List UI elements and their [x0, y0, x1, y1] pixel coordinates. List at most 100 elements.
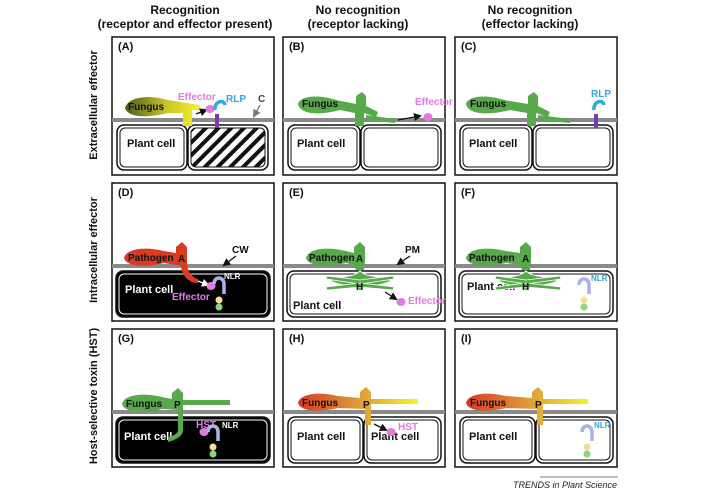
haustorium-lobe — [494, 282, 562, 291]
column-title: No recognition — [488, 3, 573, 17]
fungus-hypha — [298, 387, 418, 425]
effector-dot — [396, 298, 406, 306]
plant-cell-label: Plant cell — [297, 431, 345, 443]
panel-letter: (I) — [461, 333, 472, 345]
fungus-label: Fungus — [128, 102, 165, 113]
arrow-icon — [384, 291, 398, 301]
panel-h: (H) Plant cell Plant cell Fungus P HST — [282, 328, 446, 468]
plant-cell-label: Plant cell — [293, 300, 341, 312]
plant-cell-label: Plant cell — [127, 138, 175, 150]
fungus-label: Fungus — [126, 399, 163, 410]
effector-label: Effector — [178, 92, 216, 103]
fungus-hypha — [122, 388, 230, 442]
fungus-branch — [538, 115, 570, 123]
fungus-hypha — [298, 92, 378, 126]
column-subtitle: (receptor lacking) — [308, 17, 409, 31]
haustorium-lobe — [494, 275, 562, 285]
penetration-label: P — [535, 400, 542, 411]
haustorium-label: H — [522, 282, 529, 293]
column-header-2: No recognition (receptor lacking) — [308, 3, 409, 31]
plant-cell-membrane — [462, 419, 533, 461]
fungus-hypha — [466, 387, 588, 425]
plant-cell-left — [459, 124, 533, 171]
column-header-3: No recognition (effector lacking) — [482, 3, 579, 31]
plant-cell-membrane — [535, 127, 611, 168]
plant-cell-membrane — [462, 127, 530, 168]
arrow-icon — [195, 108, 208, 116]
pathogen-label: Pathogen — [309, 253, 355, 264]
plant-cell-membrane — [119, 127, 185, 168]
plant-cell-membrane — [290, 127, 358, 168]
nlr-receptor — [212, 276, 226, 294]
panel-d: (D) Plant cell Pathogen A CW Effector NL… — [111, 182, 275, 322]
plant-cell-left — [287, 124, 361, 171]
nlr-domain — [209, 450, 217, 458]
nlr-domain — [583, 443, 591, 451]
plant-cell-label: Plant cell — [467, 281, 515, 293]
plant-cell-left — [459, 416, 536, 464]
rlp-transmembrane — [594, 114, 598, 128]
penetration-label: P — [363, 400, 370, 411]
nlr-domain — [215, 296, 223, 304]
rlp-receptor — [592, 99, 606, 111]
haustorium-lobe — [325, 282, 395, 291]
plant-cell-label: Plant cell — [469, 138, 517, 150]
plant-cell — [458, 270, 614, 318]
appressorium-label: A — [522, 254, 529, 265]
plant-cell-right — [535, 416, 614, 464]
panel-f: (F) Plant cell Pathogen A H NLR — [454, 182, 618, 322]
appressorium-label: A — [356, 254, 363, 265]
fungus-hypha — [125, 96, 200, 126]
effector-dot — [205, 105, 215, 113]
nlr-domain — [580, 303, 588, 311]
fungus-branch — [366, 115, 395, 123]
panel-a: (A) Plant cell Fungus Effector RLP C — [111, 36, 275, 176]
nlr-receptor — [206, 424, 220, 441]
hst-dot — [199, 428, 209, 436]
arrow-icon — [253, 104, 261, 118]
pathogen-hypha — [124, 242, 198, 283]
plant-cell-left — [116, 124, 188, 171]
rlp-transmembrane — [215, 114, 219, 128]
row-label-hst: Host-selective toxin (HST) — [88, 328, 100, 465]
effector-label: Effector — [415, 97, 453, 108]
plant-cell-membrane — [290, 419, 361, 461]
fungus-hypha — [466, 92, 550, 126]
arrow-icon — [222, 255, 237, 267]
row-label-intracellular: Intracellular effector — [88, 196, 100, 302]
hst-label: HST — [196, 420, 216, 431]
effector-dot — [423, 113, 433, 121]
hst-dot — [386, 428, 396, 436]
pm-label: PM — [405, 245, 420, 256]
effector-label: Effector — [408, 296, 446, 307]
panel-letter: (H) — [289, 333, 305, 345]
pathogen-label: Pathogen — [469, 253, 515, 264]
nlr-domain — [583, 450, 591, 458]
fungus-label: Fungus — [302, 398, 339, 409]
nlr-receptor — [577, 277, 591, 294]
plant-cell-dead — [115, 416, 271, 464]
hst-label: HST — [398, 422, 418, 433]
plant-cell-left — [287, 416, 364, 464]
nlr-domain — [580, 296, 588, 304]
arrow-icon — [197, 279, 210, 287]
credit-label: TRENDS in Plant Science — [513, 480, 617, 490]
nlr-receptor — [580, 424, 594, 441]
panel-c: (C) Plant cell Fungus RLP — [454, 36, 618, 176]
panel-letter: (D) — [118, 187, 134, 199]
nlr-domain — [209, 443, 217, 451]
plant-cell-dead — [115, 270, 271, 318]
panel-i: (I) Plant cell Fungus P NLR — [454, 328, 618, 468]
panel-e: (E) Plant cell Pathogen A H PM Effector — [282, 182, 446, 322]
panel-letter: (G) — [118, 333, 134, 345]
pathogen-hypha — [466, 242, 531, 270]
plant-cell-membrane — [461, 273, 611, 315]
appressorium-label: A — [178, 254, 185, 265]
panel-letter: (B) — [289, 41, 305, 53]
plant-cell-membrane — [118, 419, 268, 461]
plant-cell-label: Plant cell — [125, 284, 173, 296]
nlr-label: NLR — [222, 421, 239, 430]
panel-b: (B) Plant cell Fungus Effector — [282, 36, 453, 176]
